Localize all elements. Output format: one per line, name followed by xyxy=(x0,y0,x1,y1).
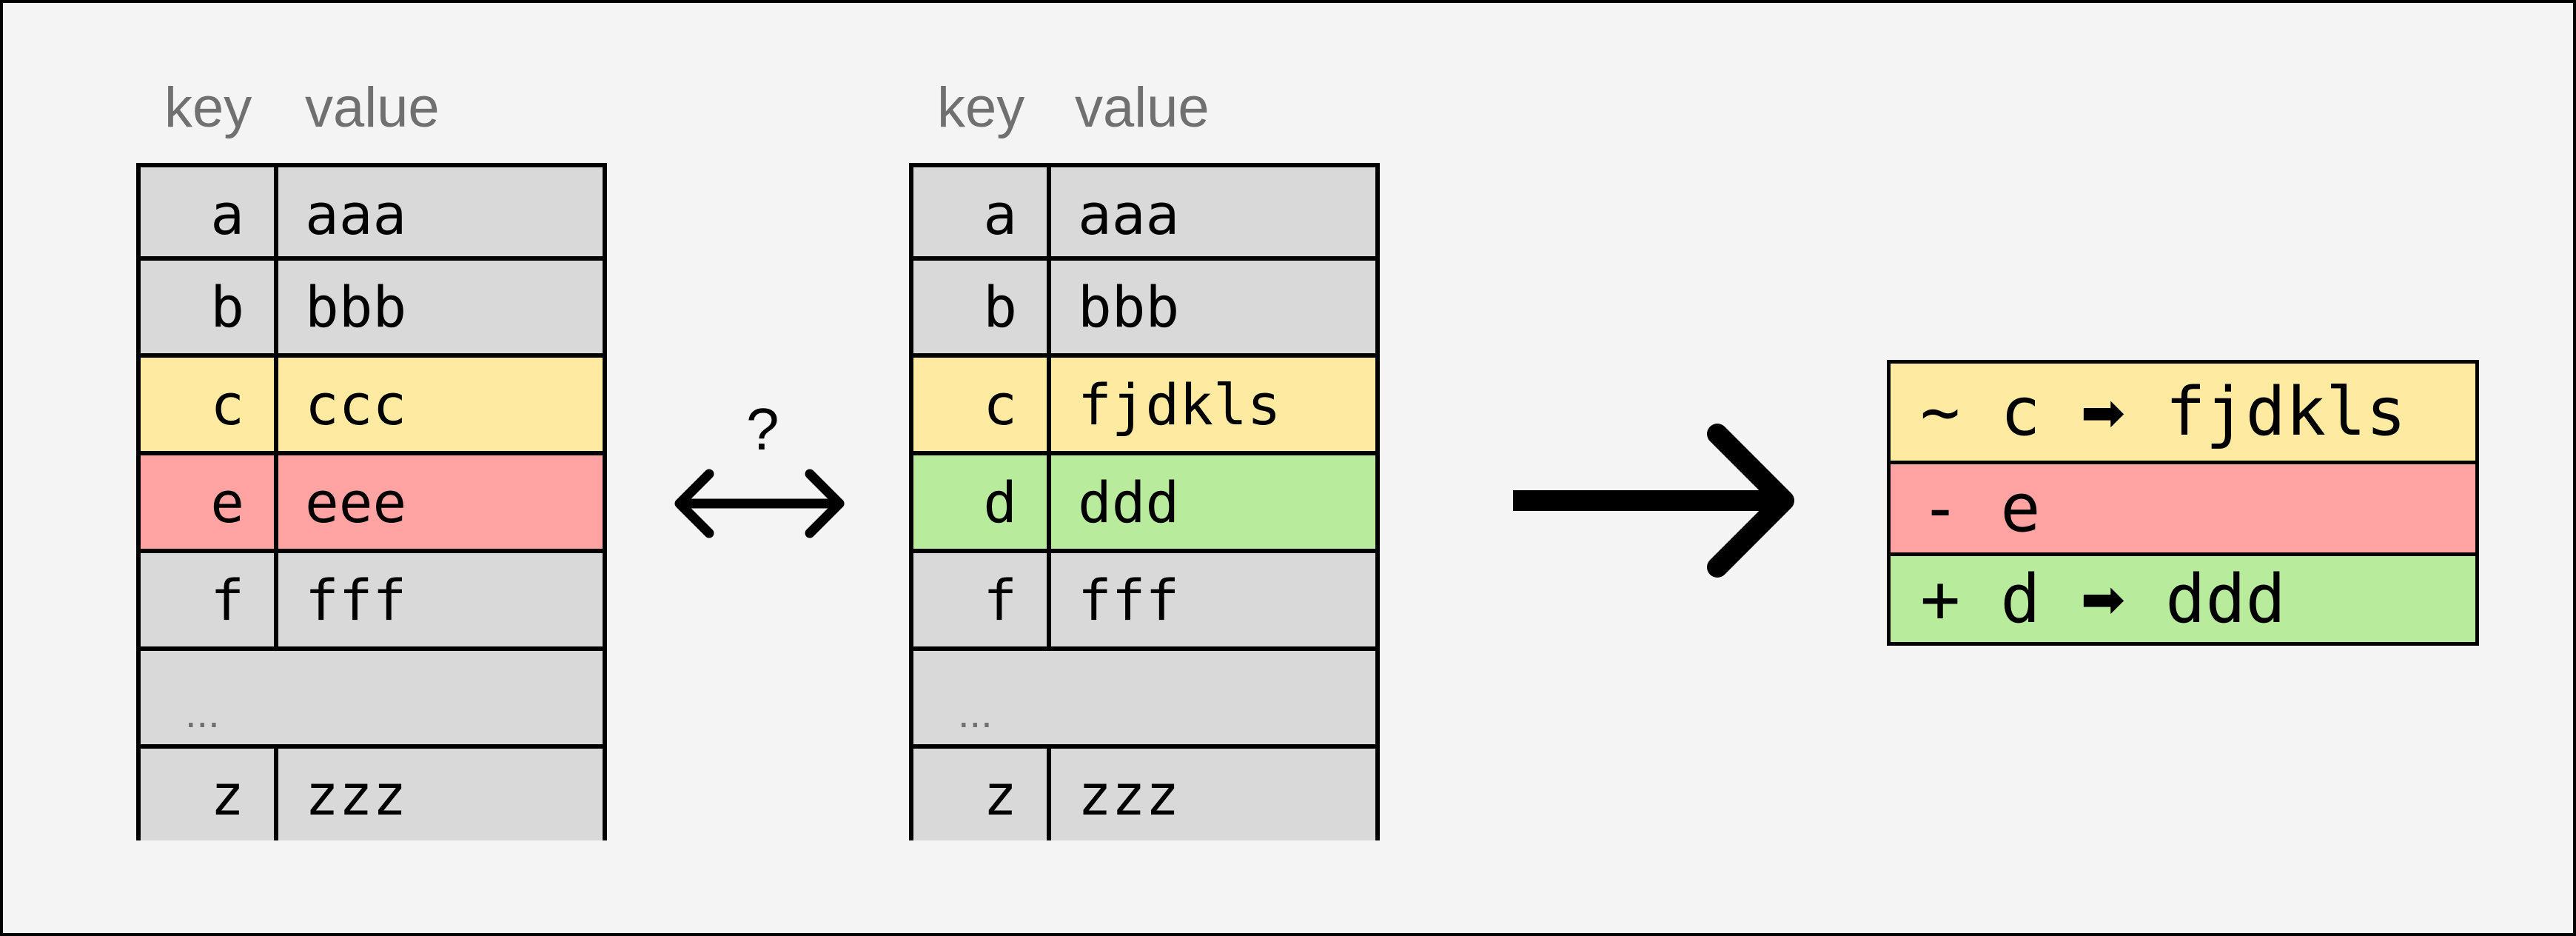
diff-key: d xyxy=(2000,560,2041,638)
diff-op: - xyxy=(1920,469,1961,547)
table-row-changed: c fjdkls xyxy=(913,353,1375,451)
ellipsis: ... xyxy=(185,689,220,736)
key-cell: z xyxy=(141,749,278,840)
table-row-added: d ddd xyxy=(913,451,1375,549)
value-cell: ccc xyxy=(305,371,407,438)
key-cell: a xyxy=(913,167,1051,261)
diff-key: e xyxy=(2000,469,2041,547)
ellipsis: ... xyxy=(958,689,993,736)
heavy-right-arrow-icon: ➡ xyxy=(2080,381,2126,444)
table-row-changed: c ccc xyxy=(141,353,603,451)
diff-row-added: + d ➡ ddd xyxy=(1891,552,2475,642)
diff-result-box: ~ c ➡ fjdkls - e + d ➡ ddd xyxy=(1887,360,2479,646)
table-row: a aaa xyxy=(141,167,603,261)
value-cell: aaa xyxy=(305,181,407,247)
table-row: f fff xyxy=(141,549,603,646)
left-header-key: key xyxy=(164,76,252,139)
table-row: z zzz xyxy=(141,744,603,840)
right-header-value: value xyxy=(1075,76,1210,139)
diff-op: + xyxy=(1920,560,1961,638)
value-cell: zzz xyxy=(1078,761,1180,828)
heavy-right-arrow-icon: ➡ xyxy=(2080,568,2126,630)
diff-op: ~ xyxy=(1920,373,1961,451)
diff-key: c xyxy=(2000,373,2041,451)
right-header-key: key xyxy=(937,76,1025,139)
table-row: f fff xyxy=(913,549,1375,646)
table-row: b bbb xyxy=(141,256,603,353)
table-row-ellipsis: ... xyxy=(141,646,603,744)
key-cell: a xyxy=(141,167,278,261)
diff-row-removed: - e xyxy=(1891,461,2475,552)
table-row-removed: e eee xyxy=(141,451,603,549)
right-table: a aaa b bbb c fjdkls d ddd f fff ... z z… xyxy=(909,163,1380,840)
key-cell: f xyxy=(913,553,1051,646)
diff-value: fjdkls xyxy=(2165,373,2406,451)
key-cell: e xyxy=(141,455,278,549)
question-mark-label: ? xyxy=(746,396,779,462)
diff-row-changed: ~ c ➡ fjdkls xyxy=(1891,364,2475,461)
key-cell: c xyxy=(913,358,1051,451)
value-cell: zzz xyxy=(305,761,407,828)
value-cell: fff xyxy=(305,566,407,633)
value-cell: bbb xyxy=(305,274,407,340)
key-cell: f xyxy=(141,553,278,646)
value-cell: aaa xyxy=(1078,181,1180,247)
diff-value: ddd xyxy=(2165,560,2286,638)
table-row: a aaa xyxy=(913,167,1375,261)
value-cell: ddd xyxy=(1078,469,1180,535)
left-header-value: value xyxy=(305,76,440,139)
value-cell: bbb xyxy=(1078,274,1180,340)
value-cell: fff xyxy=(1078,566,1180,633)
left-table: a aaa b bbb c ccc e eee f fff ... z zzz xyxy=(136,163,607,840)
table-row: b bbb xyxy=(913,256,1375,353)
table-row-ellipsis: ... xyxy=(913,646,1375,744)
value-cell: eee xyxy=(305,469,407,535)
key-cell: b xyxy=(913,261,1051,353)
key-cell: z xyxy=(913,749,1051,840)
value-cell: fjdkls xyxy=(1078,371,1281,438)
key-cell: d xyxy=(913,455,1051,549)
table-row: z zzz xyxy=(913,744,1375,840)
key-cell: c xyxy=(141,358,278,451)
key-cell: b xyxy=(141,261,278,353)
